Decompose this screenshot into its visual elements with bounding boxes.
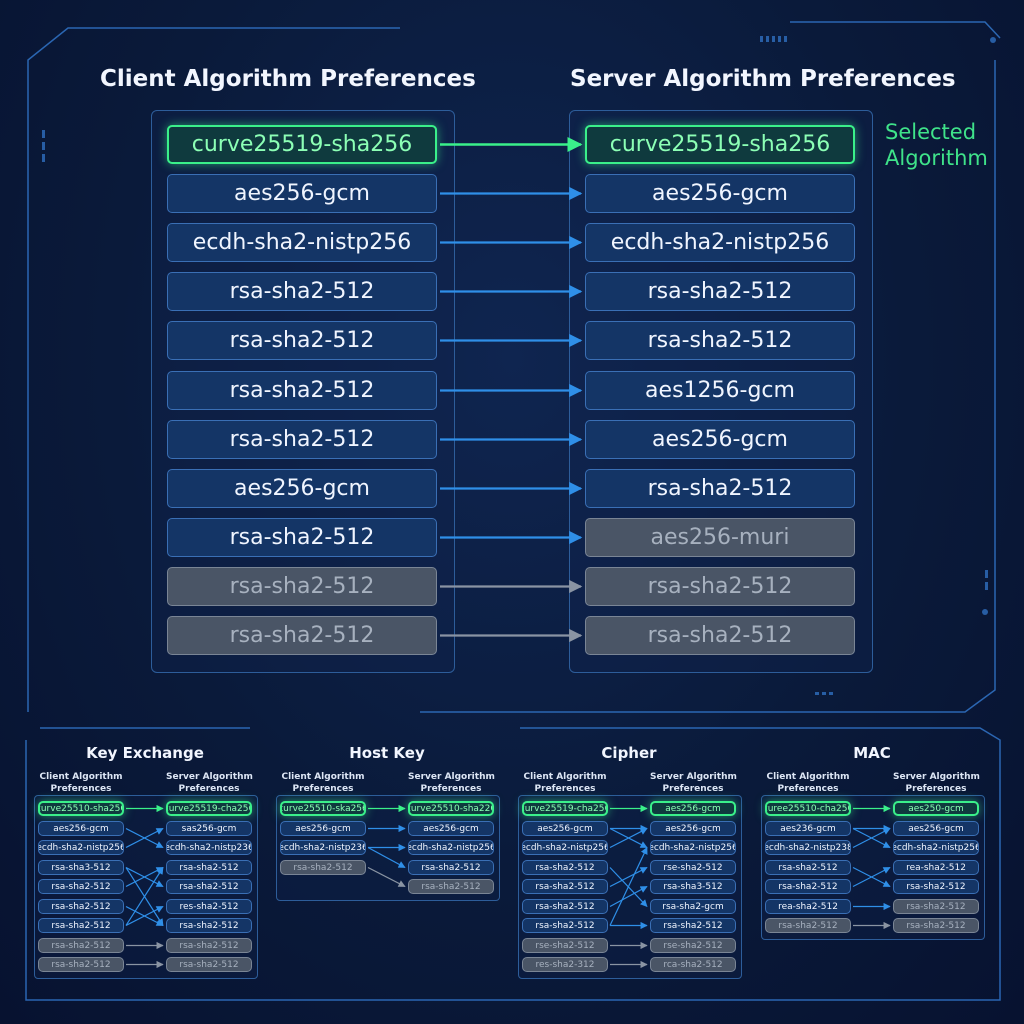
- cipher-server-item: rse-sha2-512: [650, 938, 736, 953]
- host-key-client-item: aes256-gcm: [280, 821, 366, 836]
- cipher-server-item: rsa-sha2-512: [650, 918, 736, 933]
- key-exchange-client-item: rsa-sha2-512: [38, 899, 124, 914]
- cipher-server-item: rca-sha2-512: [650, 957, 736, 972]
- cipher-client-item: rsa-sha2-512: [522, 879, 608, 894]
- server-algorithm-item: aes256-gcm: [585, 420, 855, 459]
- cipher-client-item: res-sha2-312: [522, 957, 608, 972]
- mac-client-item: rsa-sha2-512: [765, 860, 851, 875]
- mac-client-item: rea-sha2-512: [765, 899, 851, 914]
- cipher-server-item: rsa-sha3-512: [650, 879, 736, 894]
- selected-label-line1: Selected: [885, 120, 977, 144]
- cipher-server-heading: Server Algorithm Preferences: [650, 772, 737, 794]
- client-algorithm-item: rsa-sha2-512: [167, 321, 437, 360]
- client-algorithm-item: rsa-sha2-512: [167, 567, 437, 606]
- mac-server-item: rsa-sha2-512: [893, 918, 979, 933]
- mac-server-item: rea-sha2-512: [893, 860, 979, 875]
- server-algorithm-item: aes256-muri: [585, 518, 855, 557]
- client-algorithm-item: aes256-gcm: [167, 174, 437, 213]
- host-key-server-heading: Server Algorithm Preferences: [408, 772, 495, 794]
- host-key-server-item: rsa-sha2-512: [408, 860, 494, 875]
- mac-server-item: rsa-sha2-512: [893, 899, 979, 914]
- mac-server-item: aes256-gcm: [893, 821, 979, 836]
- server-algorithm-item: curve25519-sha256: [585, 125, 855, 164]
- client-algorithm-item: aes256-gcm: [167, 469, 437, 508]
- selected-algorithm-label: Selected Algorithm: [885, 119, 988, 171]
- mac-client-item: curee25510-cha250: [765, 801, 851, 816]
- mac-server-item: aes250-gcm: [893, 801, 979, 816]
- key-exchange-client-item: rsa-sha2-512: [38, 879, 124, 894]
- key-exchange-server-item: rsa-sha2-512: [166, 918, 252, 933]
- key-exchange-server-item: rsa-sha2-512: [166, 957, 252, 972]
- host-key-server-item: curve25510-sha226: [408, 801, 494, 816]
- client-algorithm-item: rsa-sha2-512: [167, 420, 437, 459]
- mac-client-item: aes236-gcm: [765, 821, 851, 836]
- key-exchange-client-item: curve25510-sha256: [38, 801, 124, 816]
- client-algorithm-item: ecdh-sha2-nistp256: [167, 223, 437, 262]
- host-key-client-item: ecdh-sha2-nistp236: [280, 840, 366, 855]
- client-algorithm-item: rsa-sha2-512: [167, 518, 437, 557]
- key-exchange-server-heading: Server Algorithm Preferences: [166, 772, 253, 794]
- key-exchange-server-item: sas256-gcm: [166, 821, 252, 836]
- key-exchange-client-item: ecdh-sha2-nistp256: [38, 840, 124, 855]
- client-algorithm-item: rsa-sha2-512: [167, 272, 437, 311]
- cipher-server-item: ecdh-sha2-nistp256: [650, 840, 736, 855]
- selected-label-line2: Algorithm: [885, 146, 988, 170]
- key-exchange-server-item: ecdh-sha2-nistp236: [166, 840, 252, 855]
- cipher-server-item: aes256-gcm: [650, 801, 736, 816]
- server-algorithm-item: rsa-sha2-512: [585, 321, 855, 360]
- mac-title: MAC: [853, 744, 891, 762]
- cipher-title: Cipher: [601, 744, 657, 762]
- mac-client-item: rsa-sha2-512: [765, 879, 851, 894]
- cipher-client-heading: Client Algorithm Preferences: [523, 772, 607, 794]
- key-exchange-title: Key Exchange: [86, 744, 204, 762]
- server-algorithm-item: rsa-sha2-512: [585, 567, 855, 606]
- key-exchange-client-item: rsa-sha2-512: [38, 918, 124, 933]
- server-algorithm-item: aes1256-gcm: [585, 371, 855, 410]
- server-column-title: Server Algorithm Preferences: [570, 66, 956, 92]
- cipher-server-item: aes256-gcm: [650, 821, 736, 836]
- mac-client-item: rsa-sha2-512: [765, 918, 851, 933]
- cipher-client-item: ecdh-sha2-nistp256: [522, 840, 608, 855]
- host-key-client-item: curve25510-ska256: [280, 801, 366, 816]
- key-exchange-server-item: curve25519-cha256: [166, 801, 252, 816]
- host-key-client-heading: Client Algorithm Preferences: [281, 772, 365, 794]
- cipher-client-item: curve25519-cha256: [522, 801, 608, 816]
- cipher-client-item: rsa-sha2-512: [522, 860, 608, 875]
- server-algorithm-item: aes256-gcm: [585, 174, 855, 213]
- mac-client-item: ecdh-sha2-nistp238: [765, 840, 851, 855]
- host-key-client-item: rsa-sha2-512: [280, 860, 366, 875]
- mac-server-item: rsa-sha2-512: [893, 879, 979, 894]
- server-algorithm-item: rsa-sha2-512: [585, 272, 855, 311]
- server-algorithm-item: rsa-sha2-512: [585, 469, 855, 508]
- mac-server-heading: Server Algorithm Preferences: [893, 772, 980, 794]
- cipher-client-item: rsa-sha2-512: [522, 918, 608, 933]
- host-key-server-item: aes256-gcm: [408, 821, 494, 836]
- cipher-client-item: aes256-gcm: [522, 821, 608, 836]
- key-exchange-server-item: rsa-sha2-512: [166, 938, 252, 953]
- cipher-client-item: rse-sha2-512: [522, 938, 608, 953]
- client-algorithm-item: curve25519-sha256: [167, 125, 437, 164]
- client-algorithm-item: rsa-sha2-512: [167, 371, 437, 410]
- key-exchange-client-item: rsa-sha3-512: [38, 860, 124, 875]
- client-algorithm-item: rsa-sha2-512: [167, 616, 437, 655]
- server-algorithm-item: rsa-sha2-512: [585, 616, 855, 655]
- key-exchange-client-heading: Client Algorithm Preferences: [39, 772, 123, 794]
- key-exchange-client-item: rsa-sha2-512: [38, 957, 124, 972]
- mac-server-item: ecdh-sha2-nistp256: [893, 840, 979, 855]
- key-exchange-server-item: rsa-sha2-512: [166, 860, 252, 875]
- key-exchange-server-item: res-sha2-512: [166, 899, 252, 914]
- server-algorithm-item: ecdh-sha2-nistp256: [585, 223, 855, 262]
- cipher-client-item: rsa-sha2-512: [522, 899, 608, 914]
- client-column-title: Client Algorithm Preferences: [100, 66, 476, 92]
- host-key-title: Host Key: [349, 744, 425, 762]
- host-key-server-item: rsa-sha2-512: [408, 879, 494, 894]
- cipher-server-item: rsa-sha2-gcm: [650, 899, 736, 914]
- cipher-server-item: rse-sha2-512: [650, 860, 736, 875]
- key-exchange-client-item: rsa-sha2-512: [38, 938, 124, 953]
- mac-client-heading: Client Algorithm Preferences: [766, 772, 850, 794]
- key-exchange-server-item: rsa-sha2-512: [166, 879, 252, 894]
- host-key-server-item: ecdh-sha2-nistp256: [408, 840, 494, 855]
- key-exchange-client-item: aes256-gcm: [38, 821, 124, 836]
